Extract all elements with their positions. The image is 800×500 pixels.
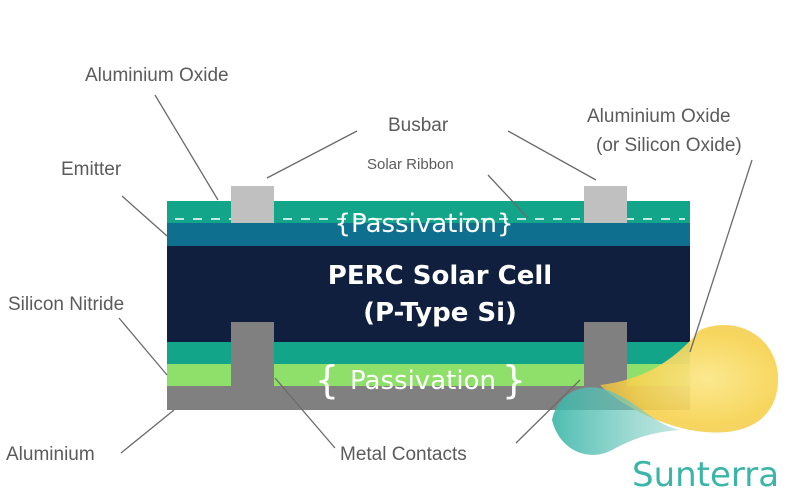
leader-busbar-left bbox=[266, 130, 358, 179]
passivation-top-label: {Passivation} bbox=[335, 209, 514, 239]
passivation-bottom-label: Passivation bbox=[350, 366, 496, 396]
leader-metal-contacts-right bbox=[515, 379, 581, 444]
emitter-layer bbox=[167, 223, 690, 246]
leader-silicon-nitride bbox=[118, 317, 168, 376]
leader-emitter bbox=[121, 195, 168, 237]
metal-contact-right bbox=[584, 322, 627, 388]
label-aluminium-oxide-right-1: Aluminium Oxide bbox=[587, 106, 731, 127]
busbar-left bbox=[231, 186, 274, 223]
leader-aluminium-oxide-top bbox=[154, 94, 219, 201]
logo-teal-wave bbox=[552, 387, 680, 455]
logo-yellow-drop bbox=[600, 325, 779, 433]
passivation-bottom-brace-close: } bbox=[502, 358, 526, 402]
label-aluminium-oxide-top: Aluminium Oxide bbox=[85, 65, 229, 86]
leader-aluminium bbox=[120, 409, 175, 454]
cell-title-line2: (P-Type Si) bbox=[363, 298, 517, 328]
busbar-right bbox=[584, 186, 627, 223]
aluminium-oxide-top-layer bbox=[167, 201, 690, 223]
label-solar-ribbon: Solar Ribbon bbox=[367, 156, 454, 173]
passivation-bottom-brace-open: { bbox=[315, 358, 339, 402]
sunterra-logo-text: Sunterra bbox=[632, 455, 779, 495]
leader-metal-contacts-left bbox=[274, 377, 336, 449]
label-aluminium: Aluminium bbox=[6, 444, 95, 465]
leader-aluminium-oxide-right bbox=[689, 159, 753, 353]
silicon-nitride-layer bbox=[167, 364, 690, 386]
label-emitter: Emitter bbox=[61, 159, 122, 180]
leader-lines bbox=[118, 94, 753, 454]
leader-solar-ribbon bbox=[487, 174, 529, 219]
label-busbar: Busbar bbox=[388, 115, 449, 136]
cell-title-line1: PERC Solar Cell bbox=[328, 261, 552, 291]
label-aluminium-oxide-right-2: (or Silicon Oxide) bbox=[596, 135, 742, 156]
leader-busbar-right bbox=[507, 130, 597, 181]
aluminium-oxide-bottom-layer bbox=[167, 342, 690, 364]
label-silicon-nitride: Silicon Nitride bbox=[8, 294, 124, 315]
label-metal-contacts: Metal Contacts bbox=[340, 444, 467, 465]
metal-contact-left bbox=[231, 322, 274, 388]
